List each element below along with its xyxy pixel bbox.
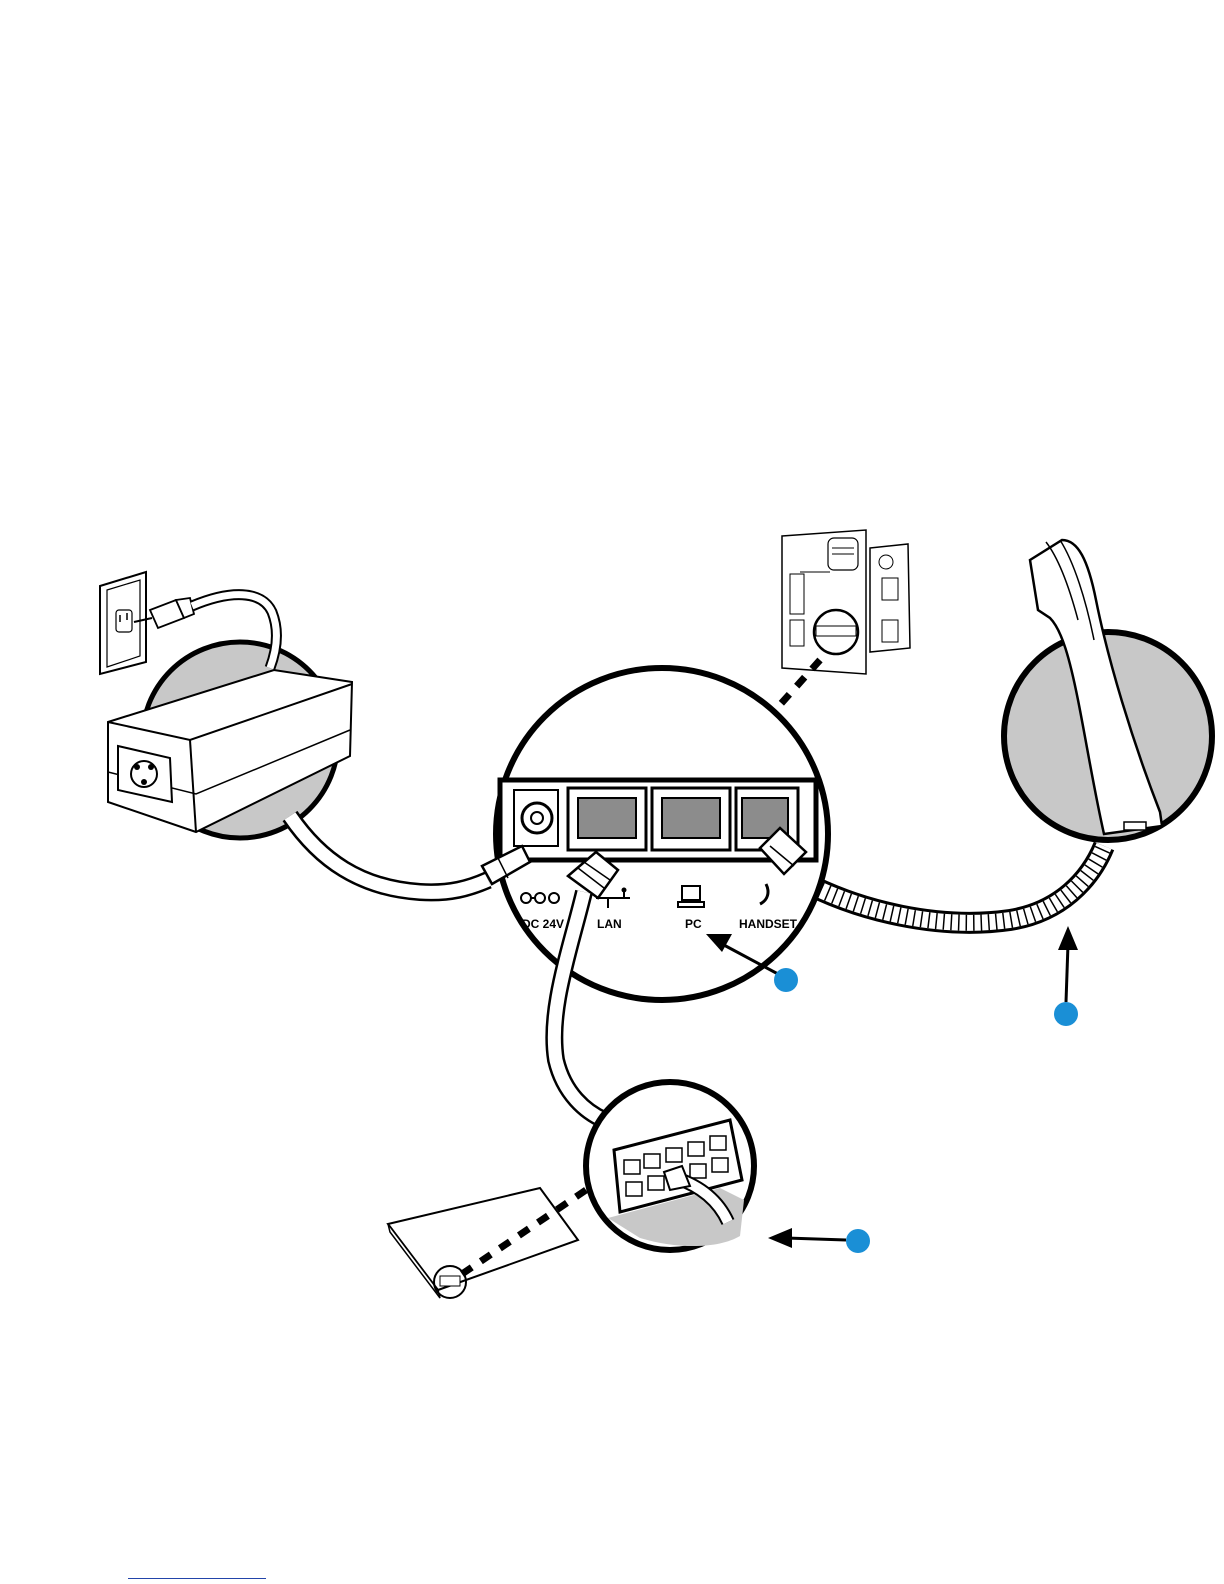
wall-outlet-icon (100, 572, 146, 674)
callout-dot-icon (846, 1229, 870, 1253)
dc-jack (514, 790, 558, 846)
phone-ports-inset: DC 24V LAN PC HANDSET (482, 668, 828, 1000)
pc-symbol-icon (678, 886, 704, 907)
handset-port-label: HANDSET (739, 917, 798, 931)
callout-dot-icon (774, 968, 798, 992)
dc-symbol-icon (521, 893, 559, 903)
network-switch-icon (388, 1188, 578, 1298)
pc-port-label: PC (685, 917, 702, 931)
dc-port-label: DC 24V (522, 917, 564, 931)
network-switch-inset (586, 1082, 754, 1250)
lan-port (568, 788, 646, 850)
handset-coiled-cord (800, 846, 1104, 923)
pc-port (652, 788, 730, 850)
phone-back-icon (782, 530, 910, 674)
lan-port-label: LAN (597, 917, 622, 931)
power-adapter-inset (100, 572, 488, 892)
callout-switch-arrow (768, 1228, 870, 1253)
handset-inset (1004, 540, 1212, 840)
footer-link-line (128, 1578, 266, 1579)
callout-handset-arrow (1054, 926, 1078, 1026)
callout-dot-icon (1054, 1002, 1078, 1026)
power-adapter-icon (108, 670, 352, 832)
